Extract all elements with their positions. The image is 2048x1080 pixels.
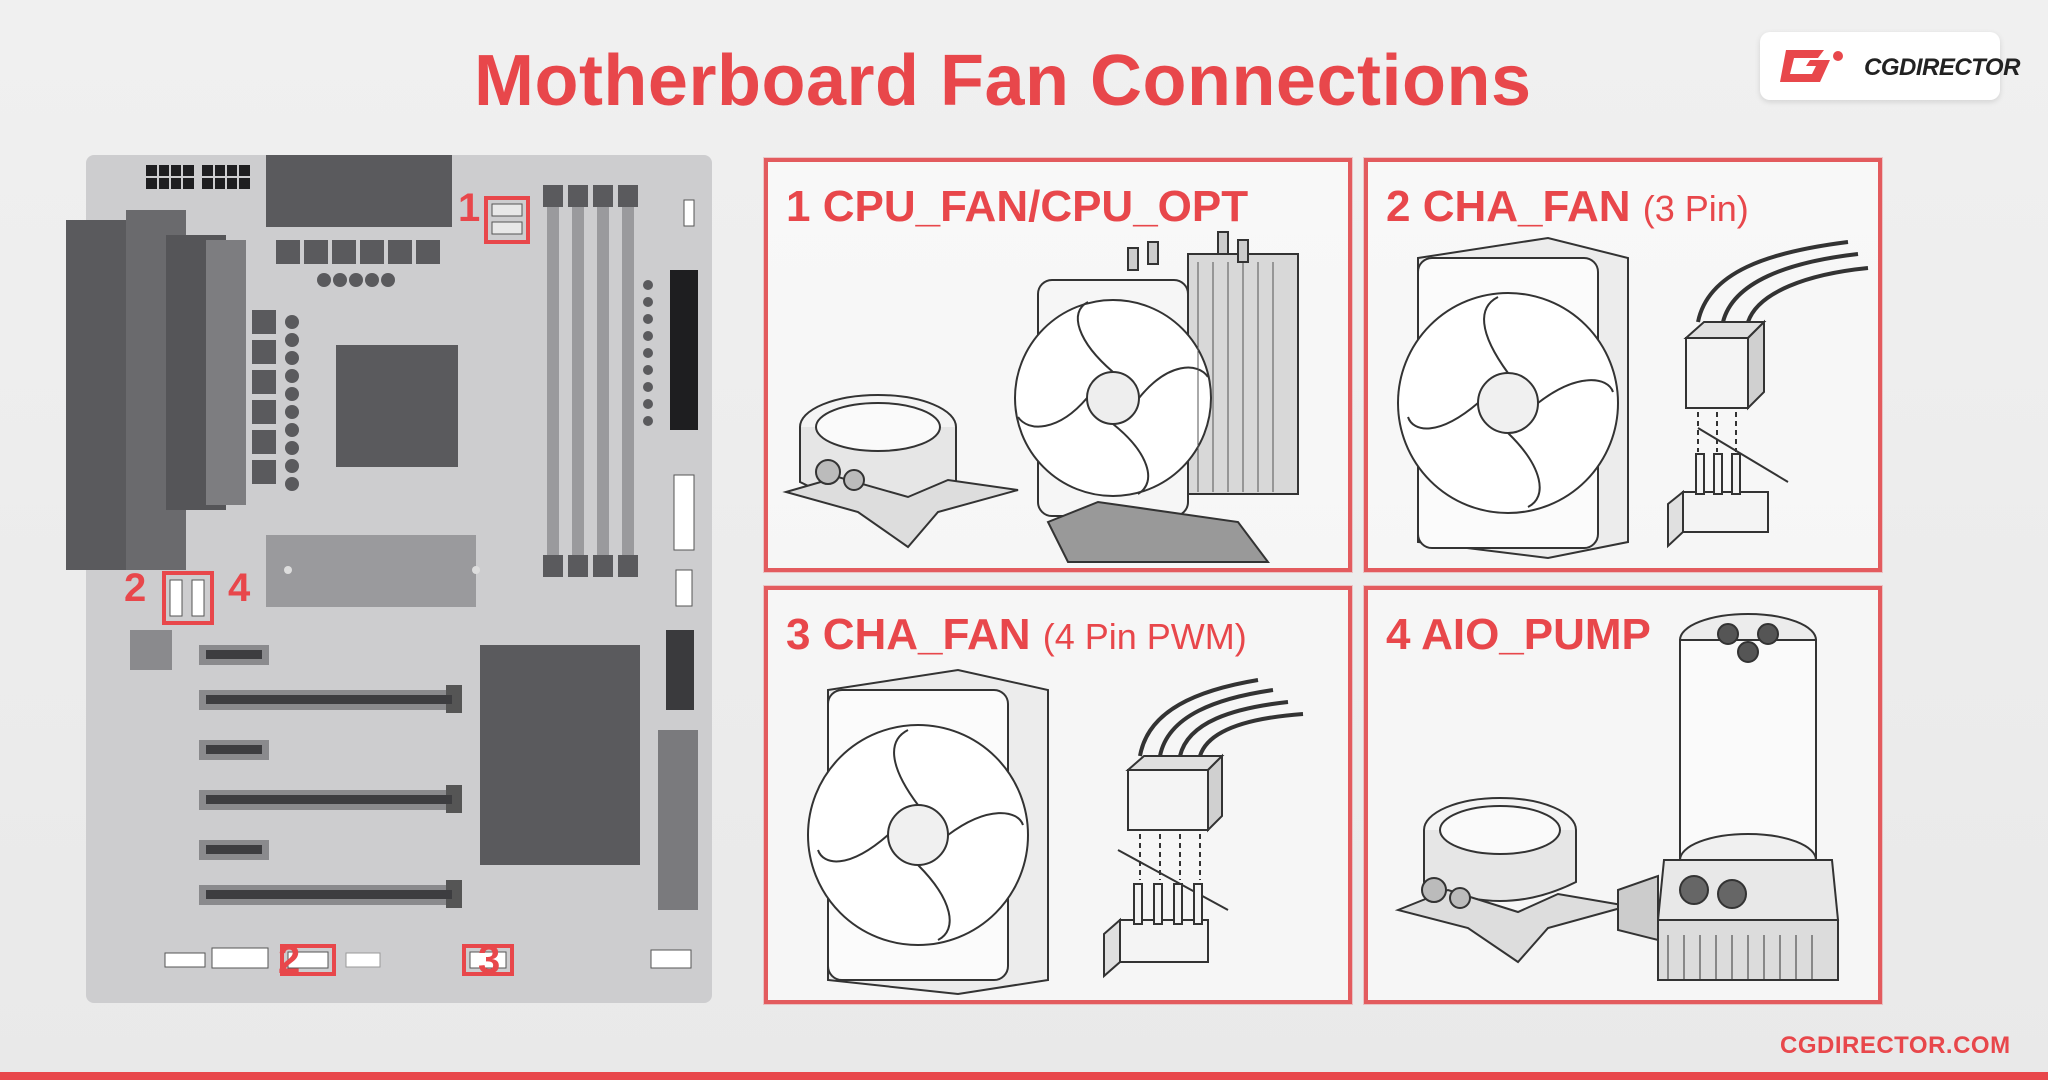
- fan-connector-4pin-icon: [807, 668, 1304, 996]
- site-url[interactable]: CGDIRECTOR.COM: [1780, 1032, 2011, 1059]
- panel-aio-pump-title: 4 AIO_PUMP: [1386, 610, 1651, 660]
- label-cha-left: 2: [124, 566, 147, 610]
- panel-name: CPU_FAN/CPU_OPT: [822, 182, 1249, 231]
- panel-cha-fan-4pin: 3 CHA_FAN (4 Pin PWM): [764, 586, 1352, 1004]
- panel-name: AIO_PUMP: [1421, 610, 1651, 659]
- panel-number: 3: [786, 610, 811, 659]
- label-cha-pwm-bottom: 3: [478, 938, 501, 982]
- panel-cha-fan-3pin-title: 2 CHA_FAN (3 Pin): [1386, 182, 1749, 232]
- panel-name: CHA_FAN: [1422, 182, 1631, 231]
- logo-text: CGDIRECTOR: [1864, 54, 2020, 81]
- panel-cpu-fan-title: 1 CPU_FAN/CPU_OPT: [786, 182, 1248, 232]
- label-pump-left: 4: [228, 566, 251, 610]
- panel-cpu-fan: 1 CPU_FAN/CPU_OPT: [764, 158, 1352, 572]
- motherboard-diagram: [66, 155, 712, 1003]
- bottom-accent-bar: [0, 1072, 2048, 1080]
- label-cpu-header: 1: [458, 186, 481, 230]
- panel-subtitle: (4 Pin PWM): [1042, 616, 1247, 657]
- panel-cha-fan-3pin: 2 CHA_FAN (3 Pin): [1364, 158, 1882, 572]
- page-title: Motherboard Fan Connections: [474, 41, 1532, 121]
- panel-number: 4: [1386, 610, 1411, 659]
- case-fan-icon: [1397, 236, 1869, 560]
- panel-cha-fan-4pin-title: 3 CHA_FAN (4 Pin PWM): [786, 610, 1247, 660]
- cgdirector-logo-icon: [1780, 50, 1843, 82]
- panel-number: 2: [1386, 182, 1411, 231]
- panel-subtitle: (3 Pin): [1642, 188, 1749, 229]
- tower-cooler-icon: [782, 231, 1299, 563]
- panel-name: CHA_FAN: [822, 610, 1031, 659]
- brand-logo[interactable]: CGDIRECTOR: [1760, 32, 2020, 100]
- panel-number: 1: [786, 182, 811, 231]
- reservoir-pump-icon: [1394, 613, 1840, 981]
- panel-aio-pump: 4 AIO_PUMP: [1364, 586, 1882, 1004]
- label-cha-bottom: 2: [278, 938, 301, 982]
